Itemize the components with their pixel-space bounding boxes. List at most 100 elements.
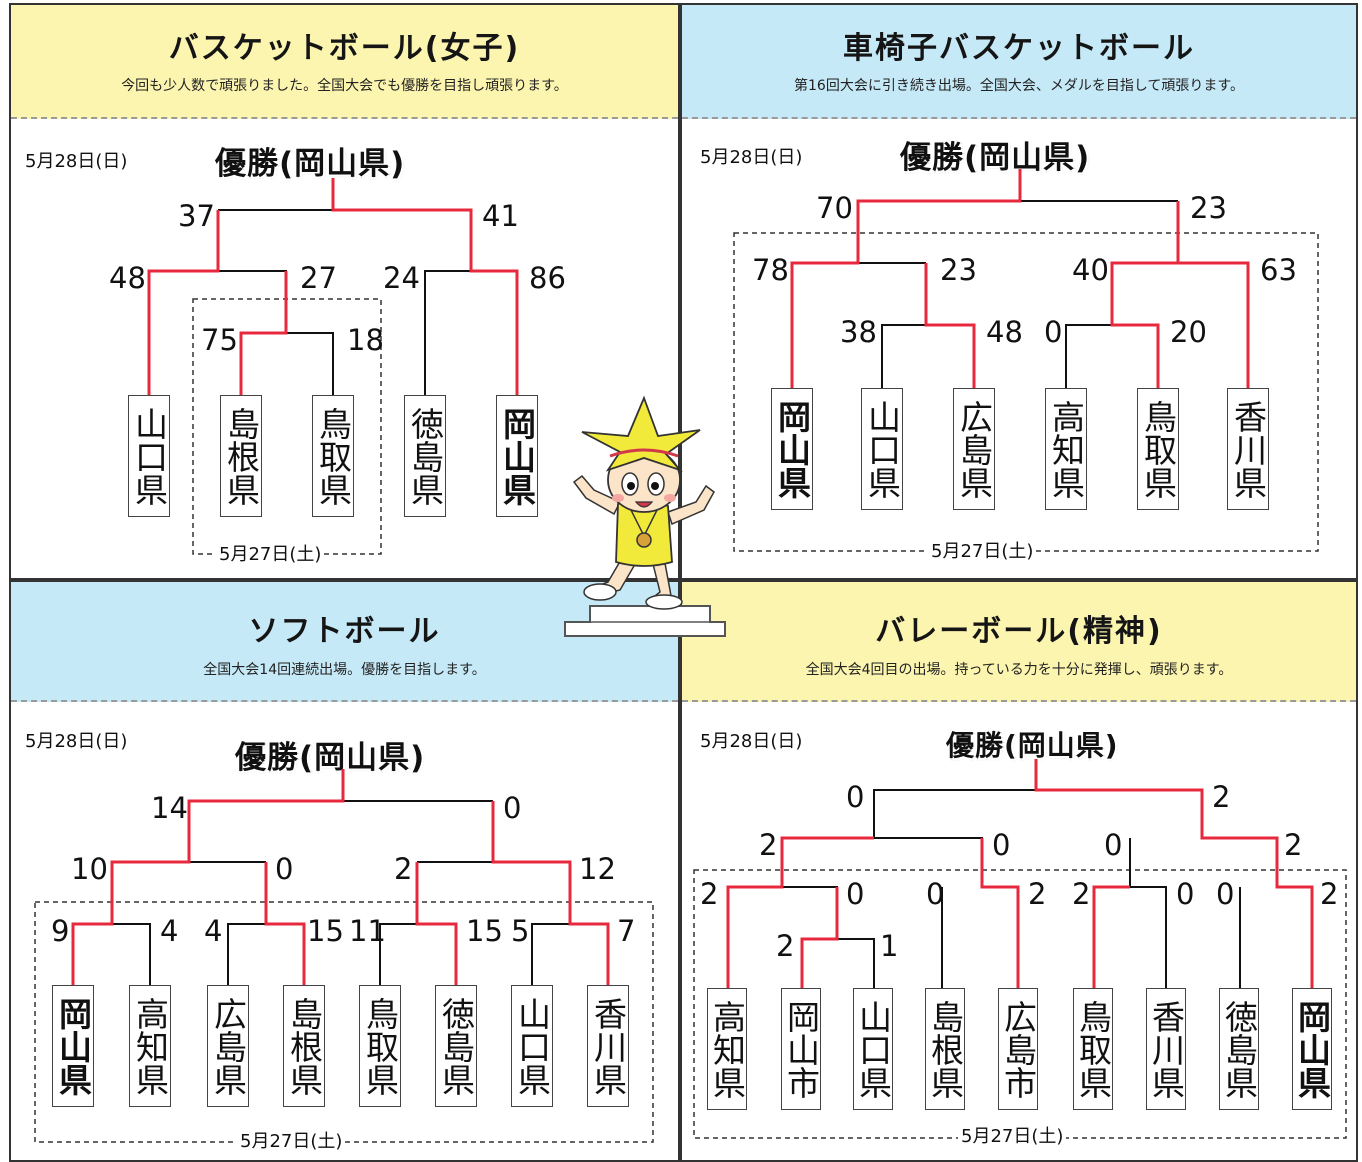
line-final-left (873, 759, 1037, 838)
score: 40 (1072, 253, 1109, 287)
score: 0 (992, 828, 1011, 862)
panel-basketball-women: バスケットボール(女子) 今回も少人数で頑張りました。全国大会でも優勝を目指し頑… (9, 3, 680, 580)
score: 15 (307, 914, 344, 948)
team-box: 鳥取県 (1137, 388, 1179, 510)
win-path-hiroshima (924, 263, 976, 390)
final-date: 5月28日(日) (25, 731, 128, 752)
score: 7 (617, 914, 636, 948)
panel-description: 全国大会4回目の出場。持っている力を十分に発揮し、頑張ります。 (805, 662, 1233, 678)
champion-label: 優勝(岡山県) (900, 140, 1091, 176)
win-path-tottori (1110, 201, 1180, 390)
bracket-lines (147, 178, 519, 555)
score: 2 (1072, 877, 1091, 911)
team-box: 岡山市 (781, 988, 821, 1110)
score: 2 (759, 828, 778, 862)
prelim-box (733, 232, 1319, 552)
score: 5 (511, 914, 530, 948)
score: 1 (880, 929, 899, 963)
panel-description: 第16回大会に引き続き出場。全国大会、メダルを目指して頑張ります。 (794, 78, 1244, 94)
team-box: 島根県 (283, 985, 325, 1107)
team-box: 広島県 (207, 985, 249, 1107)
score: 27 (300, 261, 337, 295)
panel-header: ソフトボール 全国大会14回連続出場。優勝を目指します。 (11, 582, 678, 702)
score: 0 (1104, 828, 1123, 862)
score: 0 (1044, 315, 1063, 349)
prelim-date: 5月27日(土) (216, 546, 325, 564)
panel-description: 全国大会14回連続出場。優勝を目指します。 (203, 662, 486, 678)
prelim-date: 5月27日(土) (928, 543, 1037, 561)
score: 0 (1176, 877, 1195, 911)
panel-description: 今回も少人数で頑張りました。全国大会でも優勝を目指し頑張ります。 (121, 78, 568, 94)
team-box: 鳥取県 (312, 395, 354, 517)
team-box: 山口県 (128, 395, 170, 517)
line-qf-c (1094, 886, 1167, 990)
score: 2 (1284, 828, 1303, 862)
team-box: 島根県 (220, 395, 262, 517)
line-qf-d (531, 923, 570, 987)
line-qf-a (112, 923, 151, 987)
team-box: 高知県 (1045, 388, 1087, 510)
score: 0 (1216, 877, 1235, 911)
win-path-okayama-prefecture (1034, 759, 1314, 990)
win-path-shimane (264, 862, 306, 987)
team-box: 徳島県 (1219, 988, 1259, 1110)
team-box-champion: 岡山県 (771, 388, 813, 510)
win-path-kochi (726, 836, 874, 990)
score: 63 (1260, 253, 1297, 287)
panel-header: バスケットボール(女子) 今回も少人数で頑張りました。全国大会でも優勝を目指し頑… (11, 5, 678, 119)
score: 20 (1170, 315, 1207, 349)
panel-title: ソフトボール (248, 614, 441, 649)
line-qf-b (227, 923, 266, 987)
line-qf-a (881, 324, 926, 390)
prelim-date: 5月27日(土) (958, 1128, 1067, 1146)
team-box: 香川県 (1227, 388, 1269, 510)
score: 0 (926, 877, 945, 911)
score: 0 (503, 791, 522, 825)
score: 24 (383, 261, 420, 295)
win-path-okayama-city (800, 887, 839, 990)
win-path-okayama (790, 169, 1022, 390)
score: 48 (109, 261, 146, 295)
team-box: 山口県 (861, 388, 903, 510)
score: 2 (1320, 877, 1339, 911)
win-path-kagawa (491, 801, 610, 987)
team-box: 広島県 (953, 388, 995, 510)
team-box-champion: 岡山県 (496, 395, 538, 517)
champion-label: 優勝(岡山県) (235, 740, 426, 776)
win-path-okayama (71, 769, 345, 987)
final-date: 5月28日(日) (25, 151, 128, 172)
score: 2 (1028, 877, 1047, 911)
champion-label: 優勝(岡山県) (946, 729, 1119, 762)
line-qf-b (1065, 324, 1112, 390)
team-box: 鳥取県 (359, 985, 401, 1107)
score: 37 (178, 199, 215, 233)
team-box: 香川県 (1146, 988, 1186, 1110)
score: 12 (579, 852, 616, 886)
win-path-tokushima (415, 862, 458, 987)
score: 11 (349, 914, 386, 948)
win-path-shimane (239, 271, 288, 397)
score: 18 (347, 323, 384, 357)
bracket-lines (733, 169, 1319, 552)
panel-volleyball-mental: バレーボール(精神) 全国大会4回目の出場。持っている力を十分に発揮し、頑張りま… (680, 580, 1358, 1162)
line-final-right (342, 769, 493, 802)
mascot-illustration (564, 395, 726, 637)
bracket-lines (34, 769, 654, 1143)
final-date: 5月28日(日) (700, 731, 803, 752)
team-box: 山口県 (511, 985, 553, 1107)
score: 4 (160, 914, 179, 948)
score: 75 (201, 323, 238, 357)
score: 9 (51, 914, 70, 948)
score: 0 (846, 877, 865, 911)
score: 38 (840, 315, 877, 349)
panel-title: バスケットボール(女子) (168, 31, 521, 66)
score: 78 (752, 253, 789, 287)
score: 4 (204, 914, 223, 948)
score: 0 (846, 780, 865, 814)
score: 2 (700, 877, 719, 911)
panel-wheelchair-basketball: 車椅子バスケットボール 第16回大会に引き続き出場。全国大会、メダルを目指して頑… (680, 3, 1358, 580)
score: 86 (529, 261, 566, 295)
team-box: 広島市 (998, 988, 1038, 1110)
win-path-hiroshima-city (980, 838, 1020, 990)
win-path-kagawa (1178, 261, 1250, 390)
